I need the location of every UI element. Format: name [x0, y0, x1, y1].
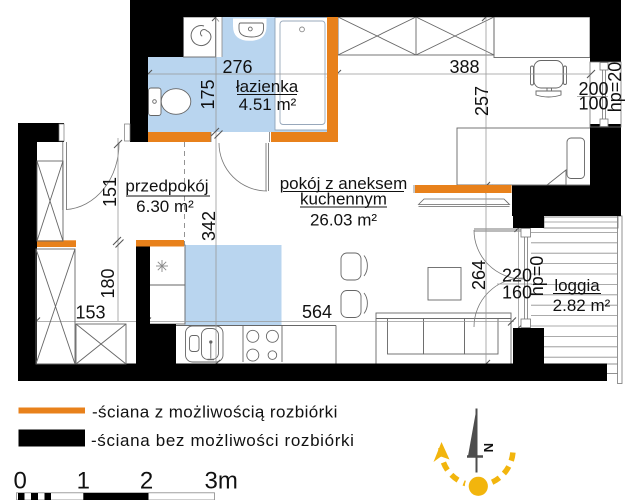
- svg-text:loggia: loggia: [554, 276, 600, 295]
- svg-text:257: 257: [472, 86, 492, 116]
- svg-text:-ściana z możliwością rozbiórk: -ściana z możliwością rozbiórki: [92, 403, 338, 422]
- svg-text:0: 0: [14, 468, 27, 495]
- svg-text:220: 220: [502, 266, 532, 286]
- svg-text:3m: 3m: [205, 468, 238, 495]
- svg-text:pokój z aneksem: pokój z aneksem: [280, 174, 408, 193]
- svg-text:153: 153: [75, 303, 105, 323]
- svg-text:151: 151: [100, 177, 120, 207]
- svg-text:hp=20: hp=20: [605, 62, 625, 113]
- svg-text:200: 200: [578, 79, 608, 99]
- svg-text:26.03 m²: 26.03 m²: [310, 211, 377, 230]
- svg-text:hp=0: hp=0: [527, 256, 547, 297]
- svg-text:388: 388: [449, 57, 479, 77]
- svg-text:100: 100: [578, 94, 608, 114]
- svg-text:4.51 m²: 4.51 m²: [239, 95, 297, 114]
- svg-text:264: 264: [469, 260, 489, 290]
- svg-text:N: N: [481, 443, 496, 452]
- svg-text:6.30 m²: 6.30 m²: [136, 197, 194, 216]
- svg-text:175: 175: [198, 79, 218, 109]
- svg-text:564: 564: [302, 302, 332, 322]
- svg-text:160: 160: [502, 283, 532, 303]
- svg-text:180: 180: [98, 268, 118, 298]
- svg-text:2.82 m²: 2.82 m²: [553, 296, 611, 315]
- svg-text:kuchennym: kuchennym: [300, 190, 387, 209]
- svg-text:1: 1: [77, 468, 90, 495]
- svg-text:276: 276: [222, 57, 252, 77]
- svg-text:342: 342: [199, 211, 219, 241]
- svg-text:przedpokój: przedpokój: [125, 177, 208, 196]
- svg-text:łazienka: łazienka: [236, 77, 299, 96]
- svg-text:-ściana bez możliwości rozbiór: -ściana bez możliwości rozbiórki: [91, 431, 355, 450]
- svg-text:2: 2: [140, 468, 153, 495]
